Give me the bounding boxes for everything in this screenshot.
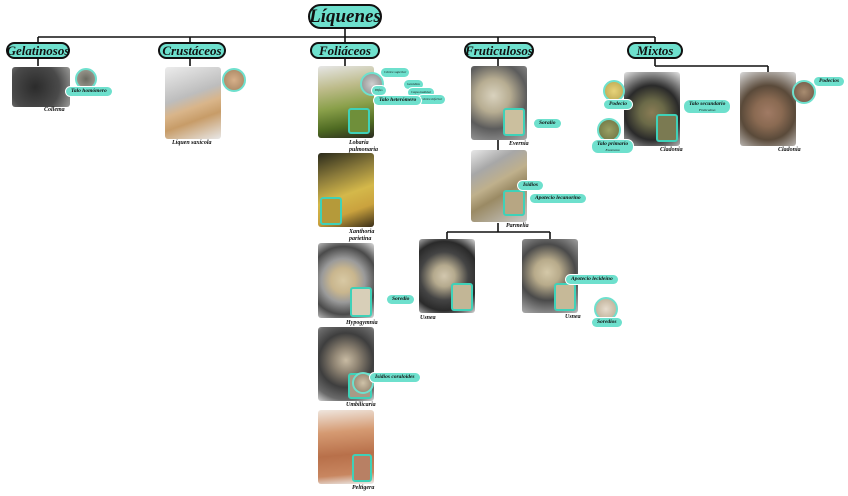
photo-evernia <box>471 66 527 140</box>
zoom-circle-talo-primario <box>597 118 621 142</box>
photo-liquen-saxicola <box>165 67 221 139</box>
photo-peltigera <box>318 410 374 484</box>
label-cortex-inferior: Córtex inferior <box>418 95 445 104</box>
caption-hypogymnia: Hypogymnia <box>346 320 378 327</box>
category-foliaceos: Foliáceos <box>310 42 380 59</box>
photo-xanthoria <box>318 153 374 227</box>
label-apotecio-lecideino: Apotecio lecideíno <box>566 275 618 284</box>
photo-cladonia-left <box>624 72 680 146</box>
caption-usnea-right: Usnea <box>565 314 581 321</box>
caption-liquen-saxicola: Líquen saxícola <box>172 140 212 147</box>
label-escamoso: Escamoso <box>597 148 628 152</box>
label-soredios: Soredios <box>592 318 622 327</box>
category-gelatinosos: Gelatinosos <box>6 42 70 59</box>
zoom-circle-podecio <box>603 80 625 102</box>
label-talo-secundario-text: Talo secundario <box>689 101 725 107</box>
caption-peltigera: Peltigera <box>352 485 374 492</box>
caption-parmelia: Parmelia <box>506 223 529 230</box>
label-apotecio-lecanorino: Apotecio lecanorino <box>530 194 586 203</box>
label-talo-primario: Talo primario Escamoso <box>592 140 633 153</box>
label-podecios: Podecios <box>814 77 844 86</box>
label-hifas: Hifas <box>372 86 386 95</box>
label-talo-homomero: Talo homómero <box>66 87 112 96</box>
caption-cladonia-right: Cladonia <box>778 147 801 154</box>
photo-cladonia-right <box>740 72 796 146</box>
category-fruticulosos: Fruticulosos <box>464 42 534 59</box>
caption-usnea-left: Usnea <box>420 315 436 322</box>
label-talo-heteromero: Talo heterómero <box>374 96 421 105</box>
caption-cladonia-left: Cladonia <box>660 147 683 154</box>
photo-usnea-left <box>419 239 475 313</box>
caption-lobaria: Lobaria pulmonaria <box>349 140 373 154</box>
label-podecio: Podecio <box>604 100 632 109</box>
caption-umbilicaria: Umbilicaria <box>346 402 376 409</box>
category-mixtos: Mixtos <box>627 42 683 59</box>
zoom-circle-podecios <box>792 80 816 104</box>
label-fruticuloso: Fruticuloso <box>689 108 725 112</box>
photo-hypogymnia <box>318 243 374 318</box>
category-crustaceos: Crustáceos <box>158 42 226 59</box>
label-isidios: Isidios <box>518 181 543 190</box>
label-talo-secundario: Talo secundario Fruticuloso <box>684 100 730 113</box>
caption-collema: Collema <box>44 107 65 114</box>
label-soralio: Soralio <box>534 119 561 128</box>
label-cortex-superior: Córtex superior <box>381 68 409 77</box>
label-talo-primario-text: Talo primario <box>597 141 628 147</box>
label-isidios-coraloides: Isidios coraloides <box>370 373 420 382</box>
photo-collema <box>12 67 70 107</box>
caption-xanthoria: Xanthoria parietina <box>349 229 373 243</box>
caption-evernia: Evernia <box>509 141 529 148</box>
zoom-circle-saxicola <box>222 68 246 92</box>
label-soredio: Soredio <box>387 295 414 304</box>
root-title: Líquenes <box>308 4 382 29</box>
